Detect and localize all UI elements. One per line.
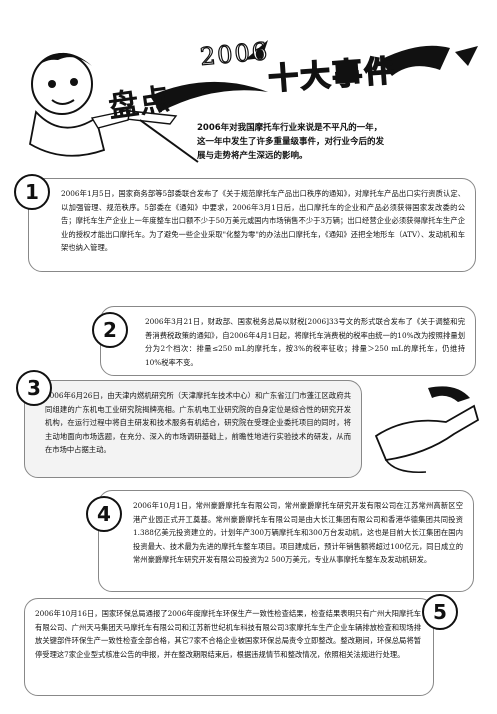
event-card-5: 2006年10月16日，国家环保总局通报了2006年度摩托车环保生产一致性检查结… xyxy=(24,598,434,696)
event-number-badge: 5 xyxy=(422,594,458,630)
event-text: 2006年10月1日，常州豪爵摩托车有限公司，常州豪爵摩托车研究开发有限公司在江… xyxy=(133,501,463,564)
event-text: 2006年6月26日，由天津内燃机研究所（天津摩托车技术中心）和广东省江门市蓬江… xyxy=(45,391,351,454)
event-number-badge: 2 xyxy=(92,312,128,348)
banner-title: 盘点 xyxy=(106,81,173,126)
event-card-2: 2006年3月21日，财政部、国家税务总局以财税[2006]33号文的形式联合发… xyxy=(100,306,476,376)
event-text: 2006年3月21日，财政部、国家税务总局以财税[2006]33号文的形式联合发… xyxy=(145,317,465,367)
event-number-badge: 3 xyxy=(16,370,52,406)
event-number-badge: 4 xyxy=(86,496,122,532)
banner-subtitle: 十大事件 xyxy=(266,53,398,98)
banner-year: 2006 xyxy=(198,36,271,71)
pointing-hand-illustration xyxy=(374,386,480,474)
event-number-badge: 1 xyxy=(14,174,50,210)
event-card-1: 2006年1月5日，国家商务部等5部委联合发布了《关于规范摩托车产品出口秩序的通… xyxy=(28,178,476,272)
banner-artwork xyxy=(28,40,478,163)
intro-paragraph: 2006年对我国摩托车行业来说是不平凡的一年，这一年中发生了许多重量级事件，对行… xyxy=(197,123,385,161)
event-card-4: 2006年10月1日，常州豪爵摩托车有限公司，常州豪爵摩托车研究开发有限公司在江… xyxy=(98,490,474,592)
event-text: 2006年10月16日，国家环保总局通报了2006年度摩托车环保生产一致性检查结… xyxy=(35,609,421,659)
event-text: 2006年1月5日，国家商务部等5部委联合发布了《关于规范摩托车产品出口秩序的通… xyxy=(61,189,465,252)
event-card-3: 2006年6月26日，由天津内燃机研究所（天津摩托车技术中心）和广东省江门市蓬江… xyxy=(24,380,362,478)
header-banner: 盘点 2006 十大事件 2006年对我国摩托车行业来说是不平凡的一年，这一年中… xyxy=(0,0,497,175)
